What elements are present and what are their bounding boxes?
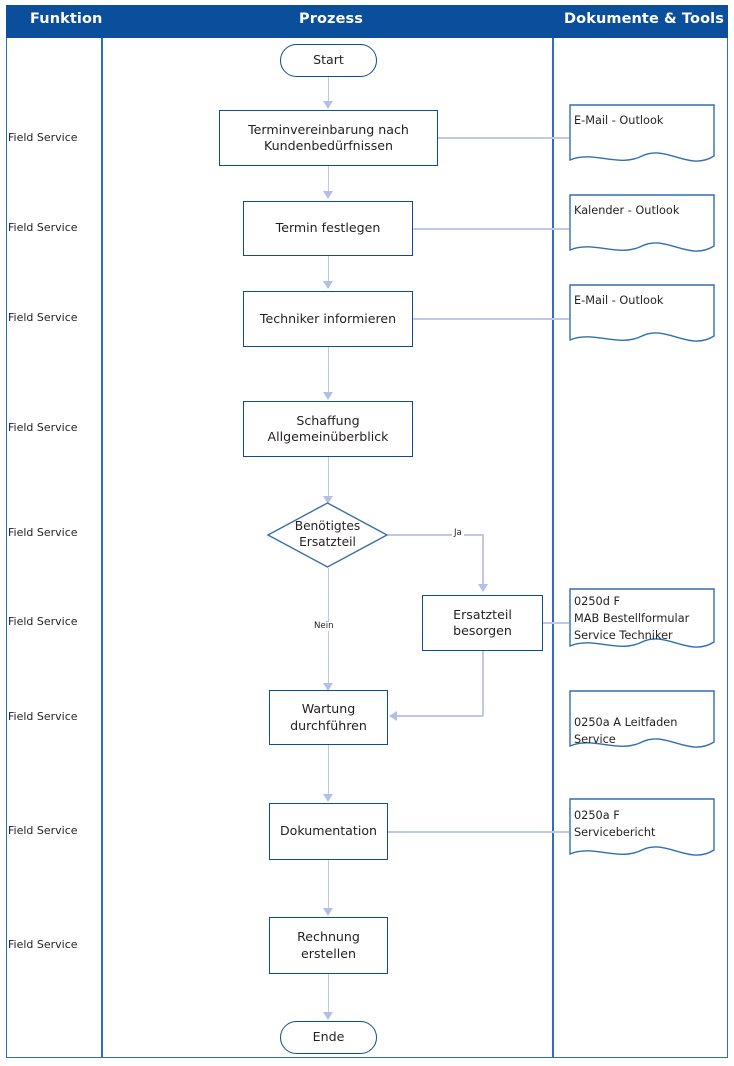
arrow-n6-to-n7 (323, 794, 333, 802)
function-label-1: Field Service (8, 131, 78, 144)
node-termin-festlegen[interactable]: Termin festlegen (243, 201, 413, 256)
document-shape (569, 690, 715, 748)
document-label: 0250a A Leitfaden Service (574, 716, 678, 747)
document-shape (569, 194, 715, 252)
header-band (6, 5, 728, 38)
document-mab-bestellformular[interactable]: 0250d F MAB Bestellformular Service Tech… (569, 588, 715, 656)
diamond-shape (266, 502, 389, 568)
connector-n5-to-n6-h (397, 715, 483, 717)
connector-start-to-n1 (327, 76, 330, 102)
function-label-6: Field Service (8, 615, 78, 628)
column-divider-2 (552, 38, 554, 1058)
connector-n6-to-n7 (327, 745, 330, 795)
connector-n5-to-doc4 (543, 622, 569, 624)
document-kalender-outlook[interactable]: Kalender - Outlook (569, 194, 715, 260)
document-email-outlook-2[interactable]: E-Mail - Outlook (569, 284, 715, 350)
connector-decision-yes-h (388, 534, 483, 536)
decision-label: Benötigtes Ersatzteil (294, 519, 361, 549)
node-ende[interactable]: Ende (280, 1021, 377, 1054)
node-ersatzteil-besorgen[interactable]: Ersatzteil besorgen (422, 595, 543, 651)
node-techniker-informieren[interactable]: Techniker informieren (243, 291, 413, 347)
document-label: 0250d F MAB Bestellformular Service Tech… (574, 595, 690, 643)
document-label: E-Mail - Outlook (574, 294, 664, 307)
document-email-outlook-1[interactable]: E-Mail - Outlook (569, 104, 715, 170)
node-start[interactable]: Start (280, 44, 377, 77)
document-label: Kalender - Outlook (574, 204, 680, 217)
function-label-3: Field Service (8, 311, 78, 324)
arrow-n3-to-n4 (323, 392, 333, 400)
arrow-n2-to-n3 (323, 281, 333, 289)
function-label-9: Field Service (8, 938, 78, 951)
function-label-8: Field Service (8, 824, 78, 837)
connector-n7-to-n8 (327, 860, 330, 909)
connector-n1-to-doc1 (438, 137, 569, 139)
function-label-2: Field Service (8, 221, 78, 234)
document-shape (569, 588, 715, 648)
arrow-n4-to-decision (323, 496, 333, 504)
column-header-prozess: Prozess (299, 11, 363, 27)
document-label: 0250a F Servicebericht (574, 809, 656, 840)
arrow-decision-yes-to-n5 (478, 584, 488, 592)
node-wartung-durchfuehren[interactable]: Wartung durchführen (269, 690, 388, 745)
branch-label-no: Nein (312, 621, 336, 631)
connector-n5-down (482, 651, 484, 716)
connector-n3-to-n4 (327, 347, 330, 393)
arrow-n1-to-n2 (323, 191, 333, 199)
connector-n7-to-doc6 (388, 831, 569, 833)
node-rechnung-erstellen[interactable]: Rechnung erstellen (269, 917, 388, 974)
connector-n1-to-n2 (327, 166, 330, 192)
function-label-5: Field Service (8, 526, 78, 539)
document-shape (569, 104, 715, 162)
branch-label-yes: Ja (452, 528, 464, 538)
connector-n3-to-doc3 (412, 318, 569, 320)
function-label-4: Field Service (8, 421, 78, 434)
column-header-dokumente: Dokumente & Tools (564, 11, 724, 27)
document-servicebericht[interactable]: 0250a F Servicebericht (569, 798, 715, 864)
arrow-n5-to-n6 (389, 711, 397, 721)
node-terminvereinbarung[interactable]: Terminvereinbarung nach Kundenbedürfniss… (219, 110, 438, 166)
arrow-start-to-n1 (323, 101, 333, 109)
node-decision-benoetigtes-ersatzteil[interactable]: Benötigtes Ersatzteil (266, 502, 389, 568)
arrow-decision-no-to-n6 (323, 683, 333, 691)
connector-n4-to-decision (327, 457, 330, 496)
node-dokumentation[interactable]: Dokumentation (269, 803, 388, 860)
document-shape (569, 798, 715, 856)
connector-n8-to-end (327, 974, 330, 1013)
arrow-n8-to-end (323, 1012, 333, 1020)
column-divider-1 (101, 38, 103, 1058)
document-label: E-Mail - Outlook (574, 114, 664, 127)
node-schaffung-allgemeinueberblick[interactable]: Schaffung Allgemeinüberblick (243, 401, 413, 457)
connector-n2-to-n3 (327, 256, 330, 282)
connector-decision-yes-v (482, 534, 484, 584)
column-header-funktion: Funktion (30, 11, 103, 27)
function-label-7: Field Service (8, 710, 78, 723)
document-shape (569, 284, 715, 342)
document-leitfaden-service[interactable]: 0250a A Leitfaden Service (569, 690, 715, 756)
arrow-n7-to-n8 (323, 908, 333, 916)
connector-n2-to-doc2 (412, 228, 569, 230)
